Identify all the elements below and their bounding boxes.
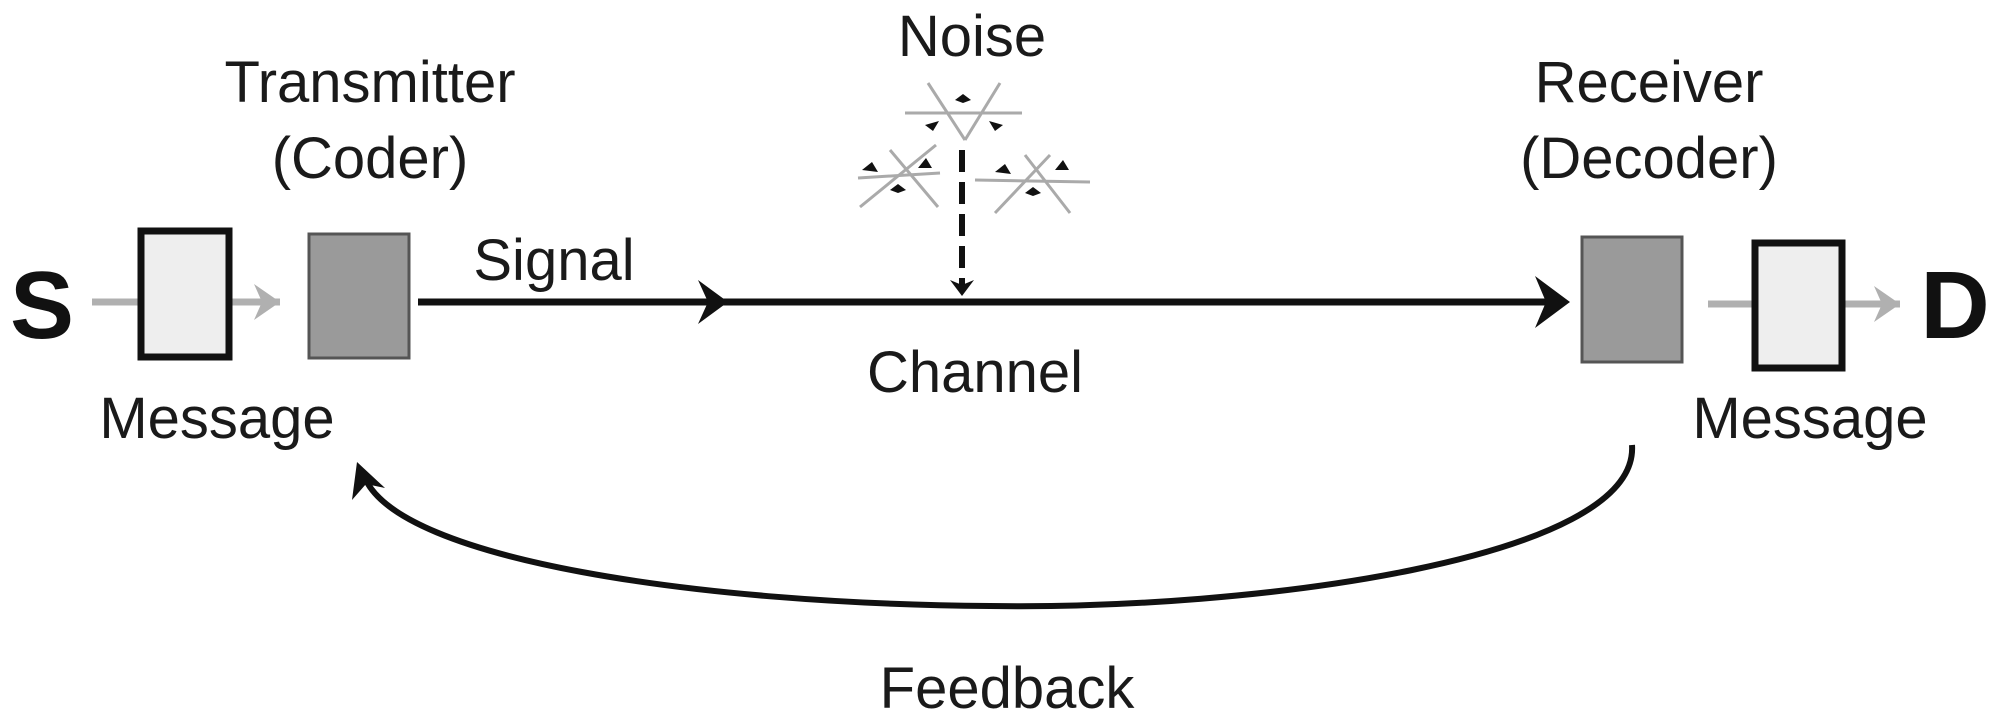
coder-label: (Coder)	[272, 126, 469, 191]
noise-arrowhead	[950, 280, 974, 296]
noise-bat-marks	[862, 94, 1069, 196]
message-left-label: Message	[99, 386, 334, 451]
transmitter-label: Transmitter	[224, 50, 515, 115]
noise-label: Noise	[898, 4, 1046, 69]
feedback-arrowhead	[352, 462, 385, 500]
message-right-label: Message	[1692, 386, 1927, 451]
feedback-curve	[362, 444, 1636, 610]
channel-end-arrowhead	[1535, 276, 1570, 328]
signal-label: Signal	[473, 228, 634, 293]
destination-label: D	[1920, 252, 1989, 359]
receiver-label: Receiver	[1535, 50, 1764, 115]
channel-label: Channel	[867, 340, 1083, 405]
decoder-box	[1580, 235, 1684, 364]
decoder-label: (Decoder)	[1520, 126, 1778, 191]
coder-box	[307, 232, 411, 360]
noise-source-icon	[857, 82, 1091, 215]
message-box-right	[1751, 239, 1846, 372]
feedback-label: Feedback	[880, 656, 1136, 721]
source-label: S	[10, 252, 74, 359]
channel-mid-arrowhead	[698, 280, 728, 324]
message-box-left	[137, 227, 233, 361]
